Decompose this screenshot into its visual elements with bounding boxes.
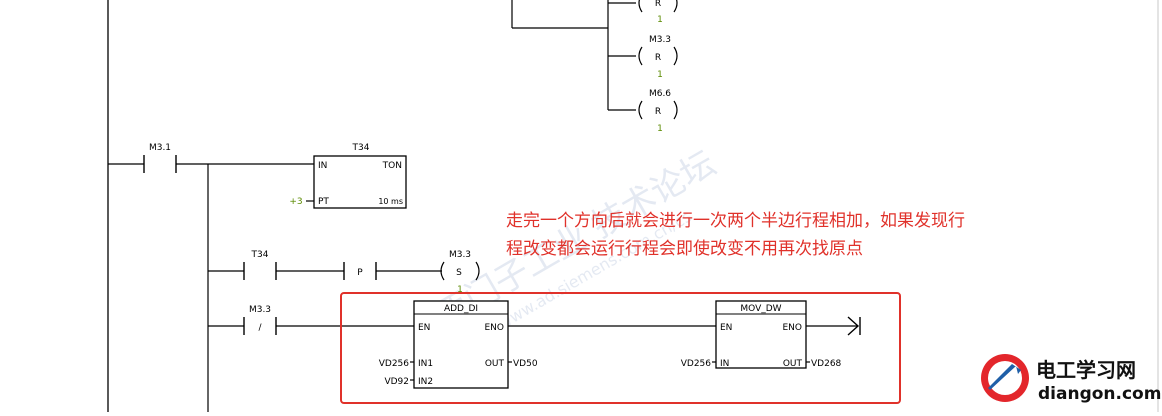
mov-dw-block[interactable]: MOV_DW EN ENO IN OUT VD256 VD268 <box>681 300 842 369</box>
positive-edge-contact[interactable]: P <box>343 262 377 280</box>
set-coil-type: S <box>456 268 462 278</box>
coil-3-type: R <box>655 107 661 117</box>
contact-m3-1-label: M3.1 <box>149 143 171 153</box>
mov-dw-out: OUT <box>783 359 803 369</box>
reset-coil-m6-6[interactable]: M6.6 R 1 <box>638 89 678 134</box>
mov-dw-out-value: VD268 <box>811 359 842 369</box>
coil-2-count: 1 <box>657 70 663 80</box>
add-di-in2-value: VD92 <box>384 377 409 387</box>
timer-resolution: 10 ms <box>378 197 403 206</box>
mov-dw-in: IN <box>720 359 729 369</box>
rung-math: M3.3 / ADD_DI EN ENO IN1 OUT IN2 VD256 V… <box>208 300 861 389</box>
timer-in-pin: IN <box>318 161 327 171</box>
add-di-out: OUT <box>485 359 505 369</box>
add-di-in1: IN1 <box>418 359 433 369</box>
coil-2-type: R <box>655 53 661 63</box>
annotation-line-2: 程改变都会运行行程会即使改变不用再次找原点 <box>506 238 863 259</box>
reset-coil-m3-3[interactable]: M3.3 R 1 <box>638 35 678 80</box>
mov-dw-in-value: VD256 <box>681 359 712 369</box>
timer-t34-block[interactable]: T34 IN TON PT 10 ms +3 <box>289 143 407 209</box>
site-logo-url: diangon.com <box>1038 384 1161 404</box>
annotation-line-1: 走完一个方向后就会进行一次两个半边行程相加，如果发现行 <box>506 211 965 231</box>
top-reset-network <box>511 0 636 111</box>
coil-3-operand: M6.6 <box>649 89 671 99</box>
timer-pt-value: +3 <box>289 197 302 207</box>
coil-1-type: R <box>655 0 661 9</box>
contact-t34-label: T34 <box>251 250 269 260</box>
site-logo-cn: 电工学习网 <box>1036 358 1136 382</box>
timer-pt-pin: PT <box>318 197 329 207</box>
add-di-eno: ENO <box>484 323 504 333</box>
contact-m3-3-symbol: / <box>258 323 262 333</box>
coil-1-count: 1 <box>657 15 663 25</box>
contact-m3-1[interactable]: M3.1 <box>143 143 177 173</box>
contact-m3-3-label: M3.3 <box>249 305 271 315</box>
add-di-in1-value: VD256 <box>379 359 410 369</box>
set-coil-m3-3[interactable]: M3.3 S 1 <box>440 250 480 295</box>
add-di-block[interactable]: ADD_DI EN ENO IN1 OUT IN2 VD256 VD92 VD5… <box>379 300 538 389</box>
mov-dw-en: EN <box>720 323 732 333</box>
timer-type: TON <box>382 161 402 171</box>
coil-3-count: 1 <box>657 124 663 134</box>
set-coil-count: 1 <box>457 285 463 295</box>
add-di-out-value: VD50 <box>513 359 538 369</box>
contact-m3-3-nc[interactable]: M3.3 / <box>243 305 277 335</box>
add-di-in2: IN2 <box>418 377 433 387</box>
add-di-en: EN <box>418 323 430 333</box>
site-logo: 电工学习网 diangon.com <box>981 354 1161 404</box>
coil-2-operand: M3.3 <box>649 35 671 45</box>
highlight-box <box>340 292 901 404</box>
set-coil-operand: M3.3 <box>449 250 471 260</box>
timer-name: T34 <box>352 143 370 153</box>
add-di-title: ADD_DI <box>444 304 478 314</box>
reset-coil-1[interactable]: R 1 <box>638 0 678 25</box>
contact-t34[interactable]: T34 <box>243 250 277 280</box>
edge-label: P <box>357 268 363 278</box>
rung-pulse: T34 P M3.3 S 1 <box>208 250 480 295</box>
mov-dw-title: MOV_DW <box>740 304 781 314</box>
mov-dw-eno: ENO <box>782 323 802 333</box>
rung-timer: M3.1 T34 IN TON PT 10 ms +3 <box>108 143 407 412</box>
eno-arrow-icon <box>847 316 860 336</box>
